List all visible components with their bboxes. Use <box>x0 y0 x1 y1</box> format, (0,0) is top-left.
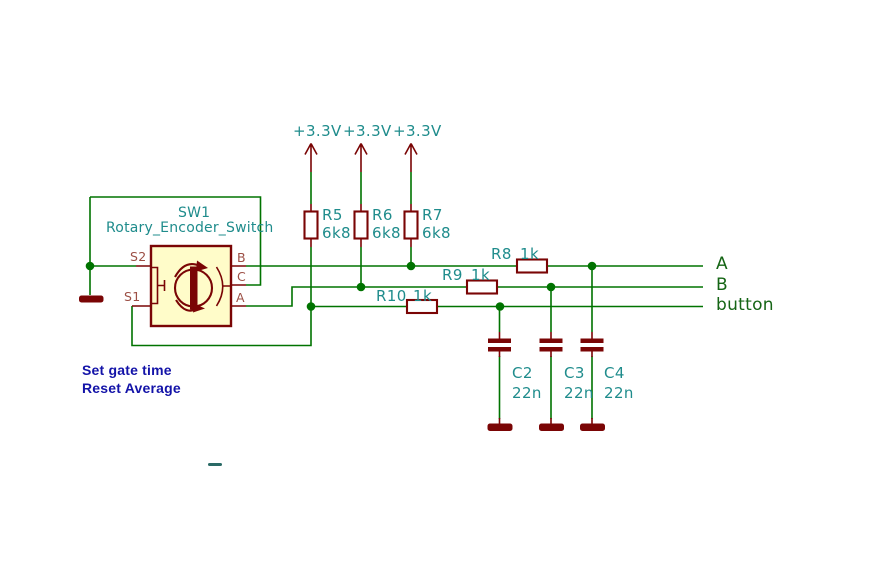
junction-dot <box>356 282 366 292</box>
pin-label-b: B <box>237 250 246 265</box>
resistor-body <box>405 298 439 315</box>
power-arrow-icon <box>404 143 418 172</box>
resistor-body <box>515 258 549 274</box>
resistor-body <box>465 279 499 295</box>
ground-bar-icon <box>539 423 564 431</box>
capacitor-plate <box>488 347 511 352</box>
switch-pin-stubs <box>132 265 246 307</box>
resistor-r7 <box>403 204 419 247</box>
ground-bar-icon <box>79 295 104 303</box>
capacitor-plate <box>580 347 604 352</box>
pin-label-s2: S2 <box>130 249 147 264</box>
wire-power-to-resistors <box>310 172 412 204</box>
power-arrow-icon <box>354 143 368 172</box>
resistor-ref: R10 <box>376 287 407 305</box>
resistor-ref: R8 <box>491 245 512 263</box>
resistor-r8 <box>515 258 549 274</box>
resistor-value: 1k <box>520 245 540 263</box>
capacitor-ref: C4 <box>604 364 625 382</box>
capacitor-plate <box>580 338 604 343</box>
wire-gnd-loop-to-pin-c <box>90 196 262 286</box>
junction-dot <box>406 261 416 271</box>
power-label: +3.3V <box>393 122 442 140</box>
junction-dot <box>306 302 316 311</box>
junction-dot <box>85 261 95 271</box>
capacitor-ref: C3 <box>564 364 585 382</box>
push-switch-contacts <box>152 266 166 305</box>
capacitor-value: 22n <box>564 384 594 402</box>
annotation-set-gate-time: Set gate time <box>82 362 172 378</box>
wire-s1-loop <box>131 306 312 347</box>
resistor-r10 <box>405 298 439 315</box>
encoder-detent-bar <box>190 266 198 310</box>
capacitor-plate <box>539 338 563 343</box>
resistor-r5 <box>303 204 319 247</box>
stray-dash-mark <box>208 463 222 466</box>
resistor-ref: R9 <box>442 266 463 284</box>
net-label-b: B <box>716 275 728 295</box>
resistor-value: 1k <box>471 266 491 284</box>
capacitor-value: 22n <box>604 384 634 402</box>
pin-label-c: C <box>237 269 247 284</box>
resistor-value: 6k8 <box>322 224 351 242</box>
rotation-arrowhead-icon <box>196 260 208 272</box>
power-symbols <box>304 143 418 172</box>
capacitor-plate <box>488 338 511 343</box>
power-label: +3.3V <box>293 122 342 140</box>
junction-dot <box>546 282 556 292</box>
capacitor-c3 <box>539 332 564 431</box>
resistor-body <box>403 210 419 240</box>
resistor-ref: R7 <box>422 206 443 224</box>
rotary-encoder-switch <box>132 244 246 328</box>
wires <box>89 172 703 419</box>
resistor-value: 6k8 <box>422 224 451 242</box>
junction-dots <box>85 261 597 311</box>
capacitor-value: 22n <box>512 384 542 402</box>
switch-ref: SW1 <box>178 205 211 221</box>
rotation-arrowhead-icon <box>193 303 205 313</box>
resistor-value: 1k <box>413 287 433 305</box>
switch-name: Rotary_Encoder_Switch <box>106 220 274 236</box>
junction-dot <box>495 302 505 311</box>
capacitor-plate <box>539 347 563 352</box>
pin-label-s1: S1 <box>124 289 141 304</box>
capacitor-c4 <box>580 332 605 431</box>
pin-label-a: A <box>236 290 245 305</box>
ground-bar-icon <box>487 423 513 431</box>
net-label-a: A <box>716 254 728 274</box>
power-arrow-icon <box>304 143 318 172</box>
power-label: +3.3V <box>343 122 392 140</box>
junction-dot <box>587 261 597 271</box>
capacitor-c2 <box>487 332 513 431</box>
resistor-r9 <box>465 279 499 295</box>
resistor-body <box>353 210 369 240</box>
resistor-r6 <box>353 204 369 247</box>
capacitor-ref: C2 <box>512 364 533 382</box>
ground-bar-icon <box>580 423 605 431</box>
resistor-ref: R5 <box>322 206 343 224</box>
resistor-value: 6k8 <box>372 224 401 242</box>
resistor-ref: R6 <box>372 206 393 224</box>
net-label-button: button <box>716 295 774 315</box>
wiper-arc <box>215 266 231 307</box>
annotation-reset-average: Reset Average <box>82 380 181 396</box>
resistor-body <box>303 210 319 240</box>
